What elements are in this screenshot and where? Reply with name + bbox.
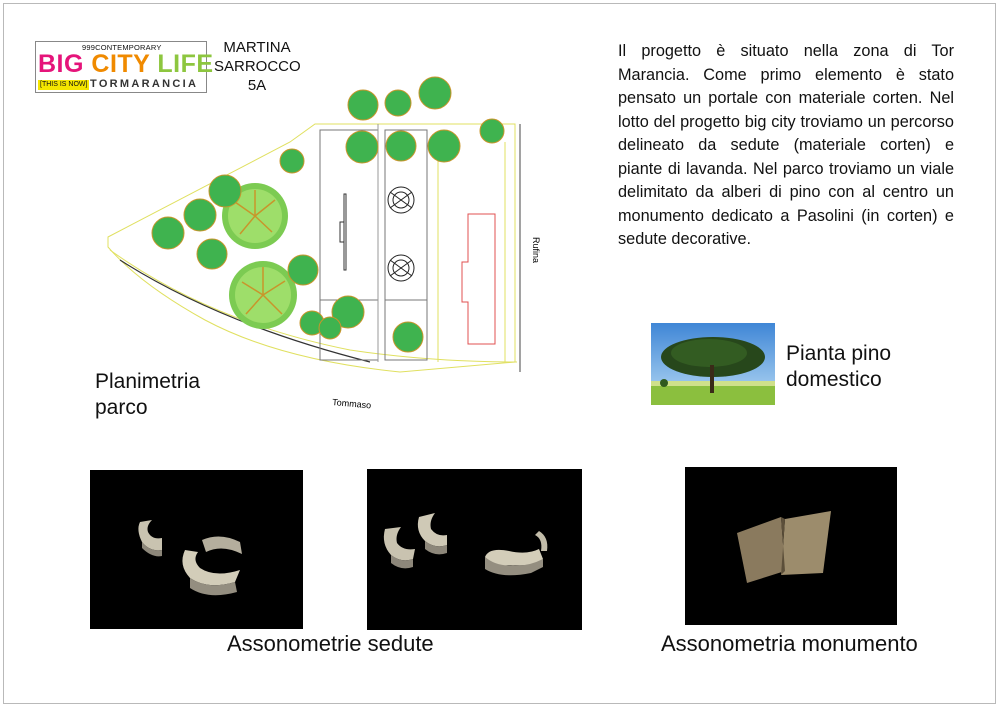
street-label-tommaso: Tommaso (332, 397, 372, 410)
logo-top-text: 999CONTEMPORARY (82, 43, 162, 52)
street-label-rufina: Rufina (531, 237, 541, 263)
author-first-name: MARTINA (223, 39, 291, 56)
large-pine-trees (222, 183, 297, 329)
author-last-name: SARROCCO (214, 58, 301, 75)
seats-caption: Assonometrie sedute (227, 631, 434, 656)
pine-caption-line1: Pianta pino (786, 342, 892, 365)
seat-axonometric-1 (138, 520, 242, 596)
logo-tagline: [THIS IS NOW] (38, 80, 90, 90)
logo-title: BIG CITY LIFE (38, 51, 214, 77)
monument-render (685, 467, 897, 625)
logo-district: TORMARANCIA (90, 78, 199, 90)
plan-caption: Planimetria parco (95, 369, 200, 421)
plan-caption-line2: parco (95, 396, 148, 419)
pine-caption-line2: domestico (786, 368, 882, 391)
pine-photo-image (651, 323, 775, 405)
seat-axonometric-2 (383, 513, 548, 576)
seat-render-1 (90, 470, 303, 629)
logo-word-big: BIG (38, 50, 84, 78)
plan-caption-line1: Planimetria (95, 370, 201, 393)
seat-render-2 (367, 469, 582, 630)
author-class: 5A (247, 77, 267, 94)
logo-word-life: LIFE (157, 50, 214, 78)
monument-caption: Assonometria monumento (661, 631, 918, 656)
park-site-plan: Rufina Tommaso (100, 62, 565, 422)
project-description: Il progetto è situato nella zona di Tor … (618, 42, 954, 248)
page-frame (3, 3, 996, 704)
pine-tree-photo (651, 323, 775, 405)
monument-axonometric (737, 511, 831, 583)
small-trees (151, 76, 505, 353)
big-city-life-logo: 999CONTEMPORARY BIG CITY LIFE [THIS IS N… (35, 41, 213, 93)
site-plan-drawing: Rufina Tommaso (107, 76, 541, 410)
pine-caption: Pianta pino domestico (786, 341, 891, 393)
logo-word-city: CITY (91, 50, 150, 78)
author-block: MARTINA SARROCCO 5A (214, 38, 301, 95)
